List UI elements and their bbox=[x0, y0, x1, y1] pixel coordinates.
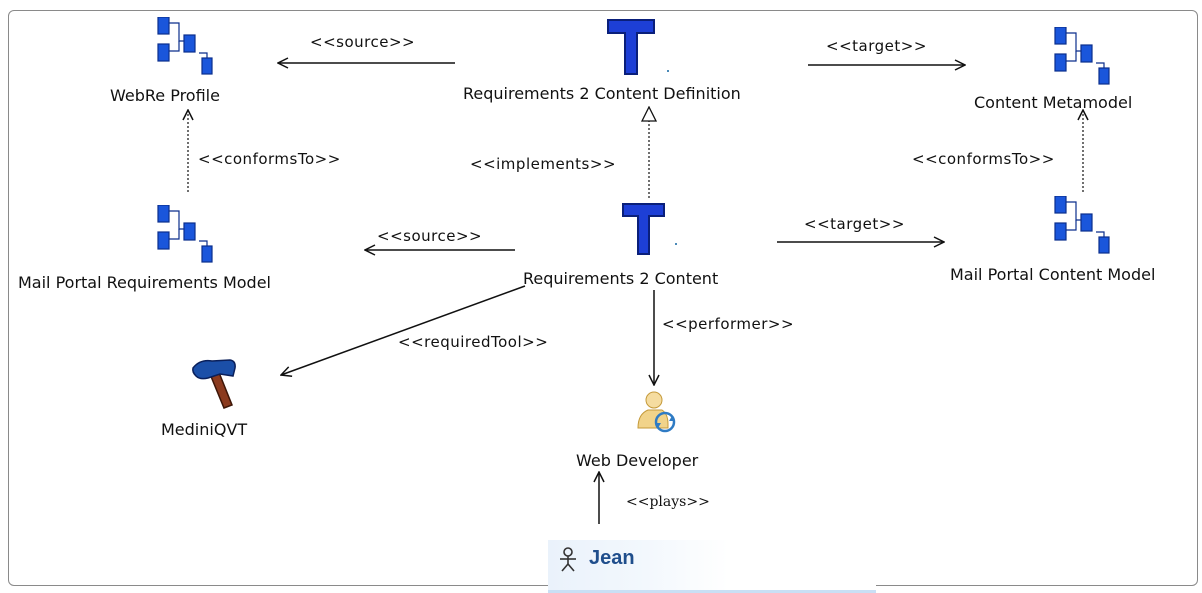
edge-required-tool bbox=[281, 285, 526, 375]
edge-label-required-tool: <<requiredTool>> bbox=[398, 333, 549, 351]
edge-label-conforms-right: <<conformsTo>> bbox=[912, 150, 1055, 168]
model-icon bbox=[1054, 27, 1110, 85]
model-icon bbox=[1054, 196, 1110, 254]
diagram-frame bbox=[8, 10, 1198, 586]
model-icon bbox=[157, 17, 213, 75]
edge-label-plays: <<plays>> bbox=[626, 494, 710, 510]
node-requirements-content: Requirements 2 Content bbox=[523, 269, 719, 288]
edge-label-target-top: <<target>> bbox=[826, 37, 927, 55]
edge-label-implements: <<implements>> bbox=[470, 155, 617, 173]
node-mail-portal-content-model: Mail Portal Content Model bbox=[950, 265, 1156, 284]
edge-label-target-mid: <<target>> bbox=[804, 215, 905, 233]
model-icon bbox=[157, 205, 213, 263]
node-web-developer: Web Developer bbox=[576, 451, 699, 470]
node-requirements-content-definition: Requirements 2 Content Definition bbox=[463, 84, 741, 103]
edge-label-conforms-left: <<conformsTo>> bbox=[198, 150, 341, 168]
node-mail-portal-requirements-model: Mail Portal Requirements Model bbox=[18, 273, 271, 292]
node-content-metamodel: Content Metamodel bbox=[974, 93, 1133, 112]
node-webre-profile: WebRe Profile bbox=[110, 86, 220, 105]
edge-label-performer: <<performer>> bbox=[662, 315, 795, 333]
edge-label-source-mid: <<source>> bbox=[377, 227, 483, 245]
actor-jean-label: Jean bbox=[589, 547, 635, 569]
role-icon bbox=[637, 391, 676, 433]
edge-label-source-top: <<source>> bbox=[310, 33, 416, 51]
node-medini-qvt: MediniQVT bbox=[161, 420, 248, 439]
transformation-icon bbox=[607, 19, 655, 75]
person-icon bbox=[560, 547, 576, 572]
hammer-icon bbox=[192, 359, 236, 409]
transformation-icon bbox=[622, 203, 665, 255]
